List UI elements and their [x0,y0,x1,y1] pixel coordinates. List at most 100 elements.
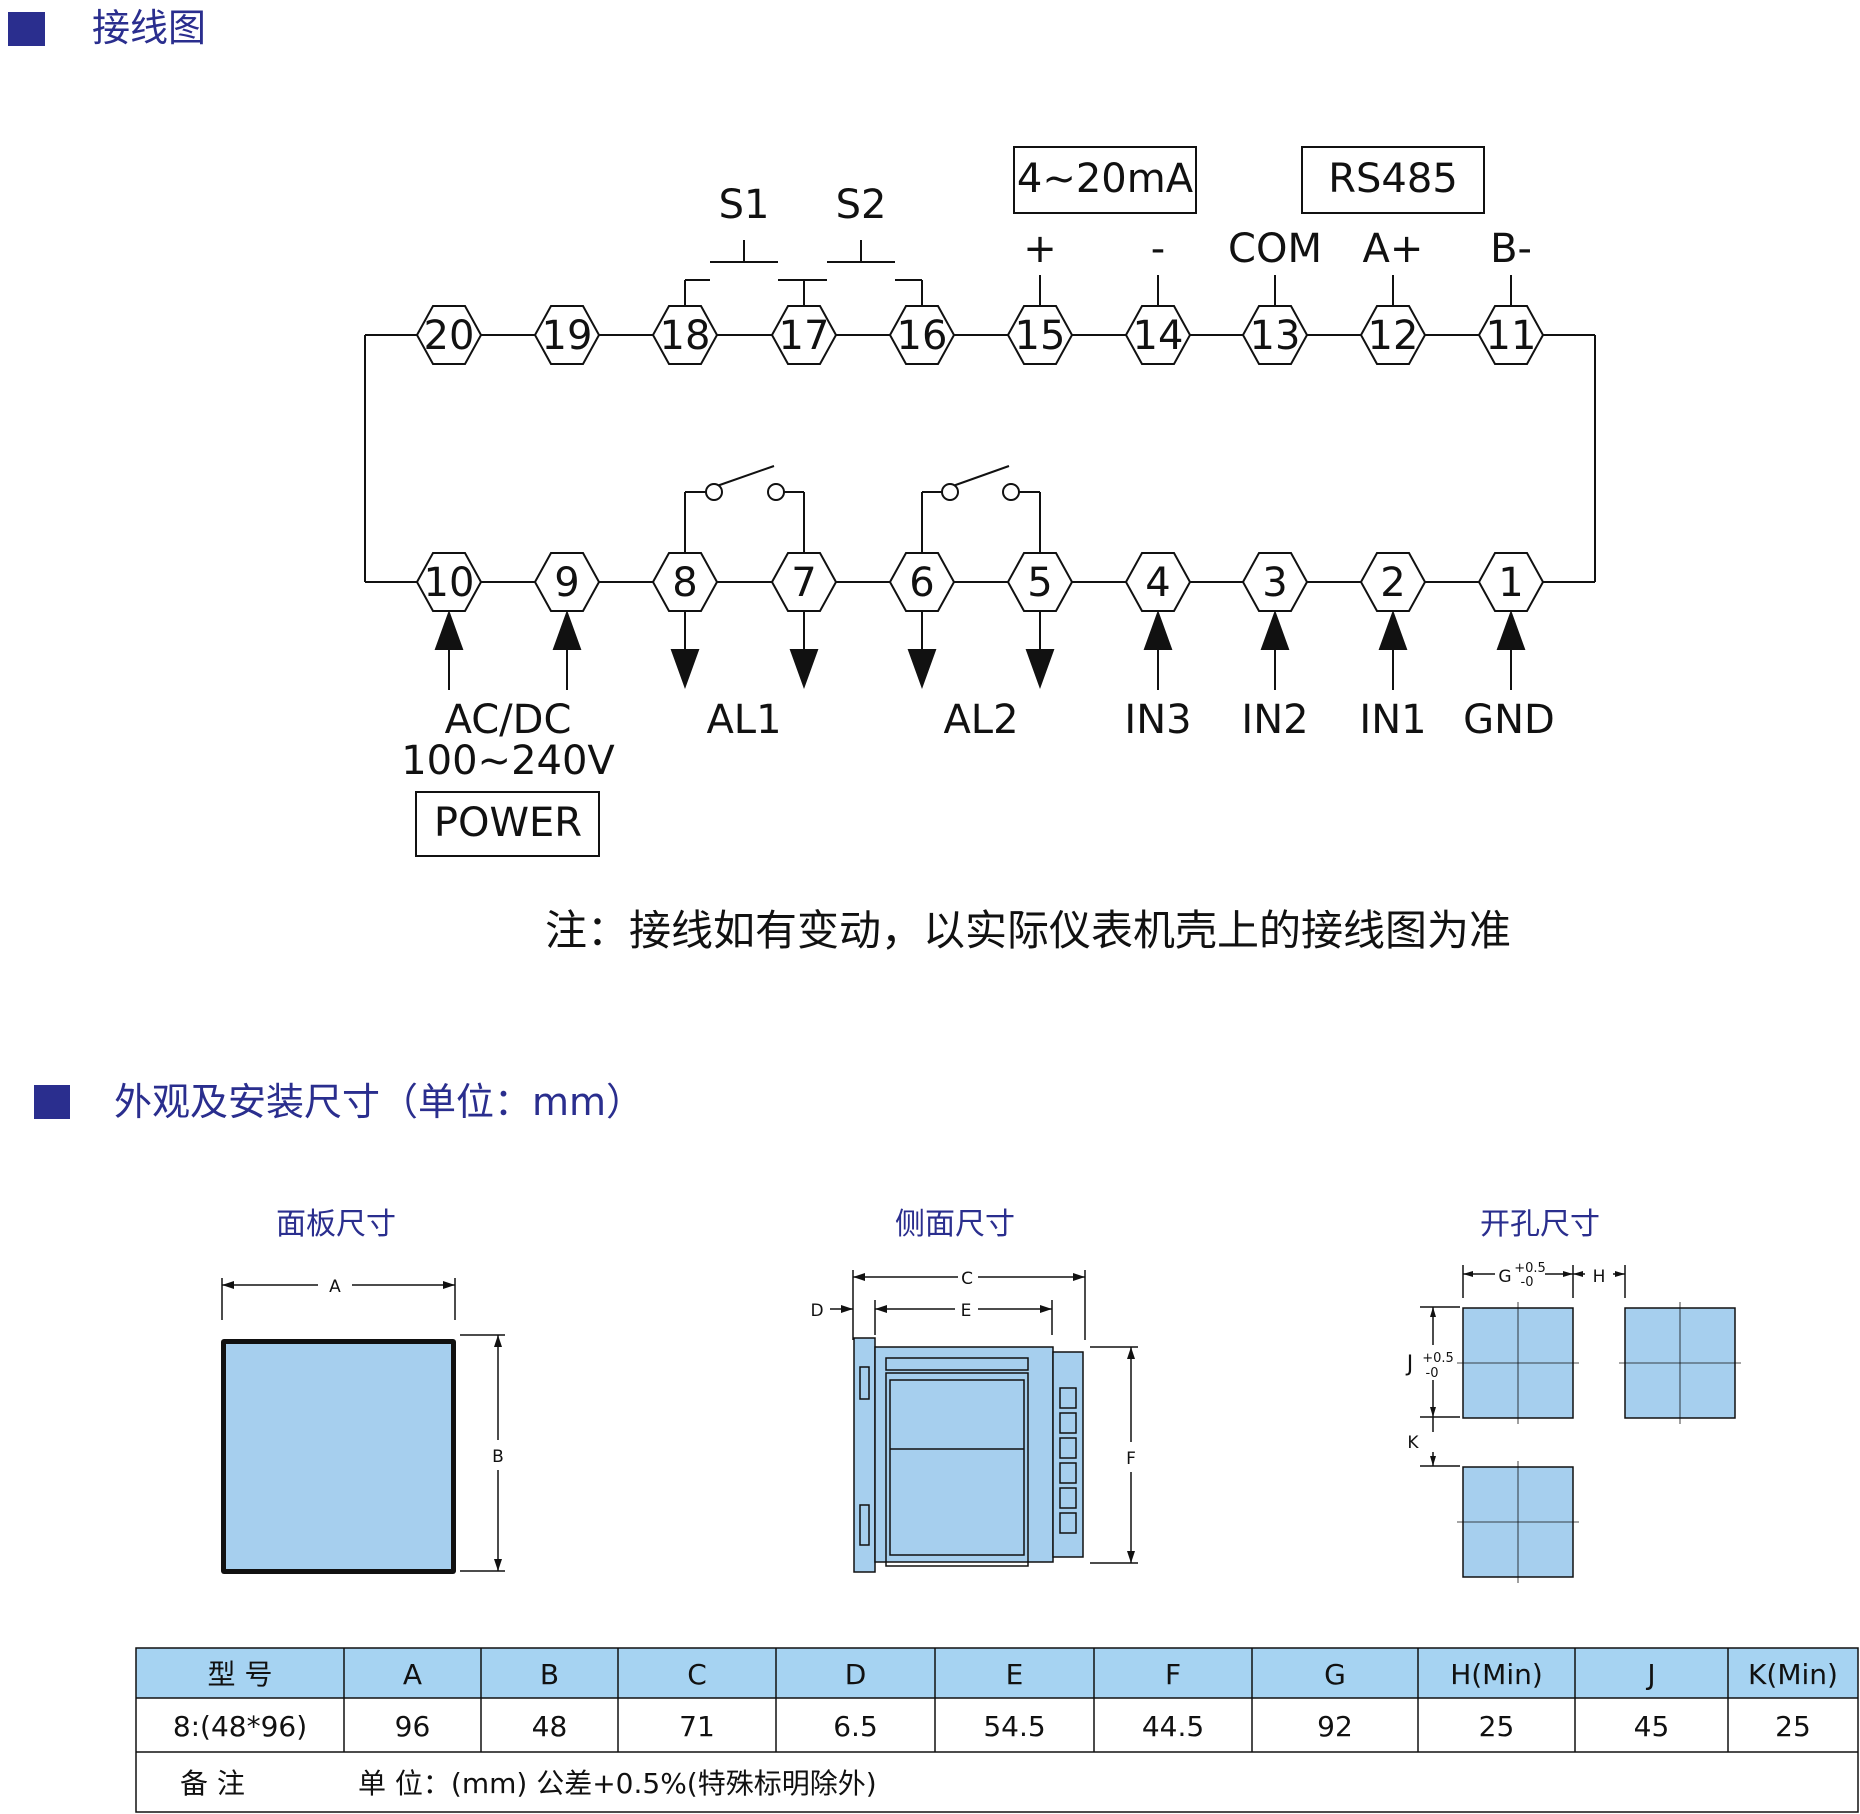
cutout-dim-g: G [1498,1267,1511,1287]
table-header-bg [136,1648,1858,1698]
minus-label: - [1151,226,1165,272]
terminal-14-hexagon [1124,305,1192,365]
s2-switch-symbol [803,240,923,306]
b-minus-label: B- [1490,226,1532,272]
al2-relay-symbol [921,465,1041,555]
table-cell: 44.5 [1142,1710,1204,1743]
terminal-6-label: 6 [909,560,934,606]
terminal-15-label: 15 [1015,313,1066,359]
terminal-1-label: 1 [1498,560,1523,606]
terminal-8-hexagon [651,552,719,612]
s2-label: S2 [836,182,887,228]
table-cell: 96 [395,1710,431,1743]
arrow-up-icon [1260,610,1290,650]
panel-dim-b: B [492,1447,504,1467]
table-header-cell: E [1006,1658,1024,1691]
arrow-up-icon [1378,610,1408,650]
side-dim-c: C [961,1269,973,1289]
remark-text: 单 位：(mm) 公差+0.5%(特殊标明除外) [358,1767,877,1800]
terminal-9-hexagon [533,552,601,612]
table-cell: 45 [1634,1710,1670,1743]
table-header-cell: B [540,1658,559,1691]
signal-arrows [434,610,1526,690]
side-body [853,1337,1084,1573]
terminal-17-label: 17 [779,313,830,359]
s1-switch-symbol [684,240,804,306]
terminal-8-label: 8 [672,560,697,606]
top-leads [1039,275,1512,306]
cutout-dim-k: K [1407,1433,1419,1453]
terminal-16-label: 16 [897,313,948,359]
terminal-10-hexagon [415,552,483,612]
table-cell: 54.5 [983,1710,1045,1743]
terminal-4-hexagon [1124,552,1192,612]
table-header-cell: F [1165,1658,1181,1691]
terminal-13-hexagon [1241,305,1309,365]
cutout-g-tol-minus: -0 [1521,1275,1534,1290]
terminal-16-hexagon [888,305,956,365]
in3-label: IN3 [1124,697,1191,743]
al2-label: AL2 [943,697,1018,743]
terminal-17-hexagon [770,305,838,365]
terminal-9-label: 9 [554,560,579,606]
terminal-3-label: 3 [1262,560,1287,606]
arrow-up-icon [1143,610,1173,650]
terminal-3-hexagon [1241,552,1309,612]
cutout-arrowheads [1430,1271,1625,1466]
terminal-7-label: 7 [791,560,816,606]
power-label: POWER [434,800,582,846]
panel-face [226,1344,451,1569]
wiring-loop [364,334,1596,583]
panel-dimension-lines [221,1278,505,1572]
arrow-down-icon [670,649,700,689]
terminal-18-hexagon [651,305,719,365]
plus-label: + [1023,226,1057,272]
table-header-cell: C [687,1658,707,1691]
side-view-title: 侧面尺寸 [895,1207,1015,1242]
arrow-up-icon [1496,610,1526,650]
voltage-label: 100~240V [401,738,615,784]
table-cell: 71 [679,1710,715,1743]
arrow-up-icon [552,610,582,650]
terminal-19-label: 19 [542,313,593,359]
table-cell: 8:(48*96) [173,1710,307,1743]
section-marker-icon [34,1085,70,1119]
side-dim-f: F [1126,1449,1136,1469]
table-cell: 92 [1317,1710,1353,1743]
com-label: COM [1228,226,1322,272]
rs485-label: RS485 [1328,156,1458,202]
gnd-label: GND [1463,697,1555,743]
section-marker-icon [8,12,45,46]
terminal-1-hexagon [1477,552,1545,612]
terminal-4-label: 4 [1145,560,1170,606]
terminal-20-hexagon [415,305,483,365]
current-output-box [1013,146,1197,214]
terminal-13-label: 13 [1250,313,1301,359]
arrow-down-icon [789,649,819,689]
panel-dim-a: A [329,1277,341,1297]
current-output-label: 4~20mA [1017,156,1194,202]
wiring-note: 注：接线如有变动，以实际仪表机壳上的接线图为准 [545,906,1511,955]
table-header-cell: 型 号 [208,1658,273,1691]
table-header-cell: K(Min) [1748,1658,1838,1691]
side-arrowheads [841,1273,1135,1563]
remark-label: 备 注 [180,1767,245,1800]
terminal-10-label: 10 [424,560,475,606]
s1-label: S1 [719,182,770,228]
terminal-11-hexagon [1477,305,1545,365]
cutout-j-tol-minus: -0 [1426,1366,1439,1381]
terminal-7-hexagon [770,552,838,612]
terminal-5-label: 5 [1027,560,1052,606]
side-dim-d: D [810,1301,823,1321]
terminal-12-label: 12 [1368,313,1419,359]
dimensions-title: 外观及安装尺寸（单位：mm） [114,1080,644,1124]
in2-label: IN2 [1241,697,1308,743]
cutout-hole-top-left [1457,1302,1579,1424]
cutout-g-tol-plus: +0.5 [1514,1261,1546,1276]
terminal-14-label: 14 [1133,313,1184,359]
terminal-15-hexagon [1006,305,1074,365]
al1-label: AL1 [706,697,781,743]
table-cell: 25 [1479,1710,1515,1743]
